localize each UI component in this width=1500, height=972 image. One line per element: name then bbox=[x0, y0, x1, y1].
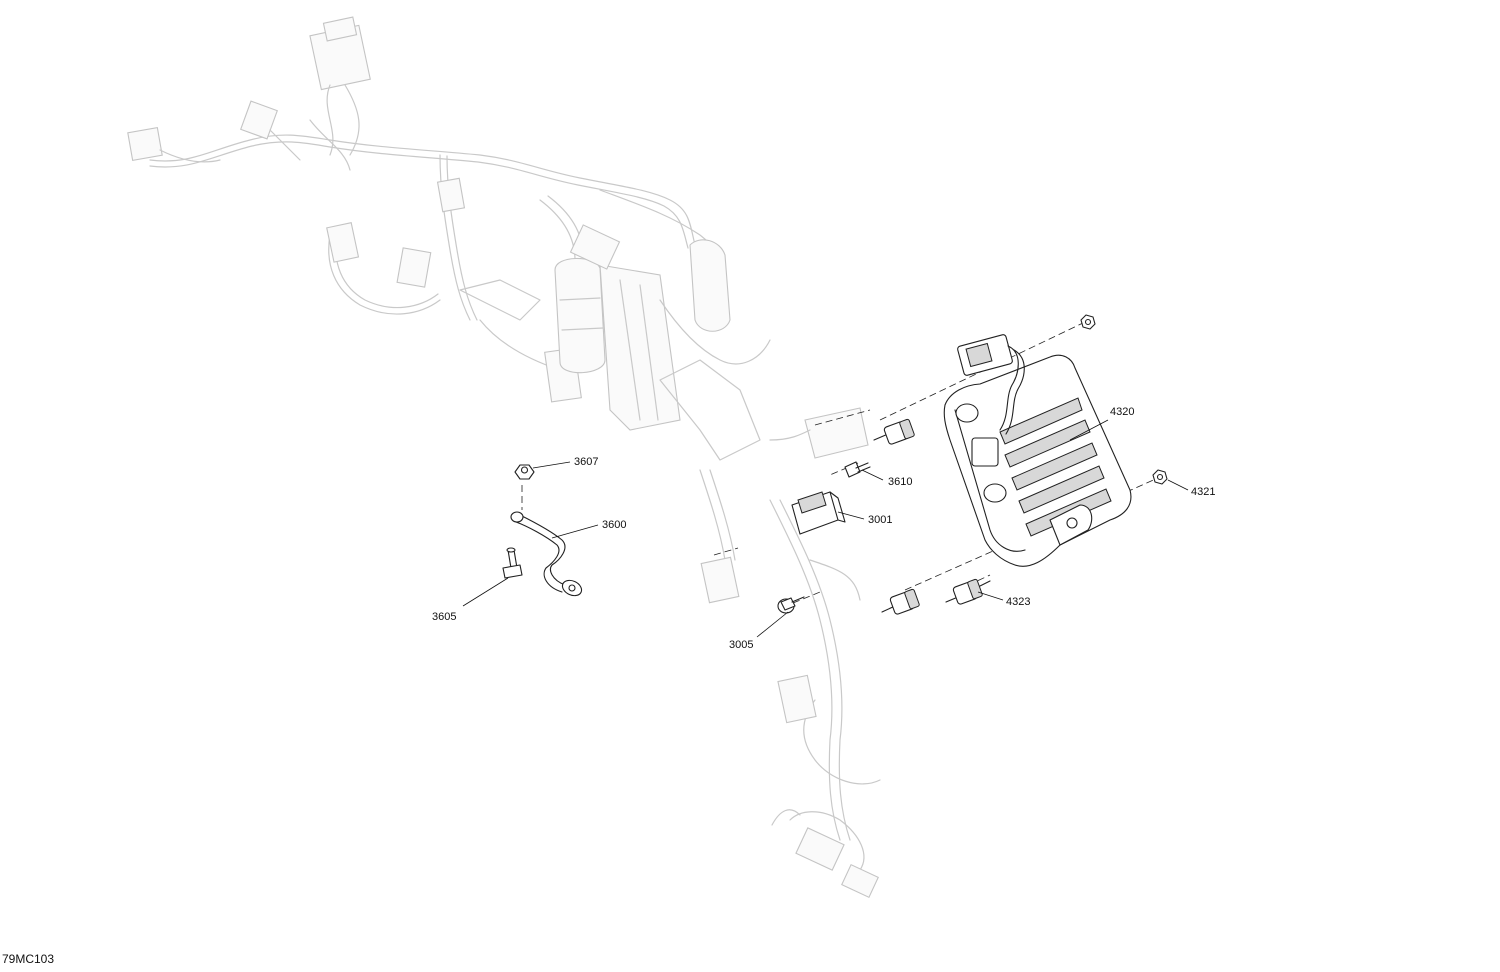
callout-4320: 4320 bbox=[1110, 406, 1134, 418]
callout-labels: 4320 4321 4323 3001 3005 3610 3607 3600 … bbox=[432, 406, 1215, 651]
callout-3001: 3001 bbox=[868, 514, 892, 526]
callout-4321: 4321 bbox=[1191, 486, 1215, 498]
voltage-regulator bbox=[943, 334, 1132, 567]
callout-3605: 3605 bbox=[432, 611, 456, 623]
callout-4323: 4323 bbox=[1006, 596, 1030, 608]
callout-3607: 3607 bbox=[574, 456, 598, 468]
callout-3005: 3005 bbox=[729, 639, 753, 651]
screw-3005 bbox=[777, 596, 805, 614]
leader-lines bbox=[462, 419, 1189, 638]
diagram-reference-code: 79MC103 bbox=[2, 952, 55, 966]
rubber-mount-upper bbox=[873, 418, 915, 445]
callout-3610: 3610 bbox=[888, 476, 912, 488]
wiring-harness-ghost bbox=[127, 16, 881, 899]
rubber-mount-lower-left bbox=[881, 588, 920, 615]
ground-cable-3600 bbox=[510, 511, 583, 597]
callout-3600: 3600 bbox=[602, 519, 626, 531]
nut-top bbox=[1080, 314, 1096, 330]
rubber-mount-lower-right bbox=[945, 578, 991, 605]
bolt-3605 bbox=[502, 547, 523, 579]
nut-4321 bbox=[1152, 469, 1168, 485]
screw-3610 bbox=[844, 461, 871, 478]
connector-3001 bbox=[791, 491, 846, 535]
nut-3607 bbox=[514, 464, 535, 480]
